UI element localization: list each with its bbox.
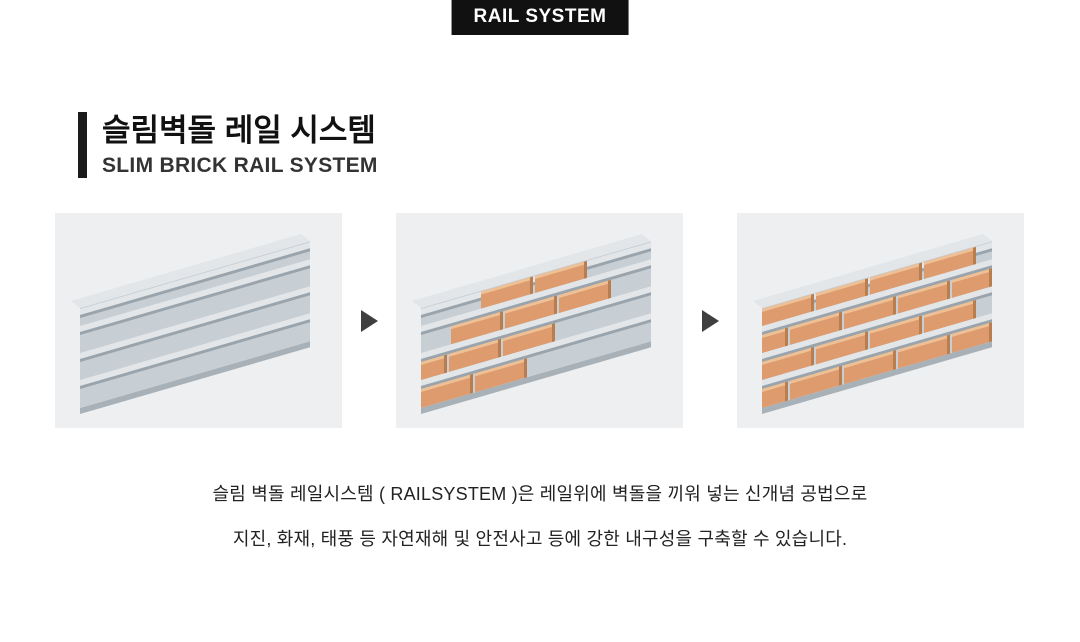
- section-heading: 슬림벽돌 레일 시스템 SLIM BRICK RAIL SYSTEM: [78, 112, 378, 178]
- description: 슬림 벽돌 레일시스템 ( RAILSYSTEM )은 레일위에 벽돌을 끼워 …: [0, 479, 1080, 569]
- heading-text: 슬림벽돌 레일 시스템 SLIM BRICK RAIL SYSTEM: [102, 112, 378, 178]
- rail-full-bricks-illustration: [753, 234, 992, 414]
- description-line-2: 지진, 화재, 태풍 등 자연재해 및 안전사고 등에 강한 내구성을 구축할 …: [232, 529, 848, 549]
- process-steps: [55, 213, 1024, 428]
- step-image-full-bricks: [737, 213, 1024, 428]
- badge-label: RAIL SYSTEM: [473, 6, 607, 27]
- arrow-right-icon: [683, 309, 737, 332]
- page-subtitle: SLIM BRICK RAIL SYSTEM: [102, 153, 378, 177]
- step-image-partial-bricks: [396, 213, 683, 428]
- heading-accent-bar: [78, 112, 87, 178]
- rail-illustration: [71, 234, 310, 414]
- arrow-right-icon: [342, 309, 396, 332]
- description-line-1: 슬림 벽돌 레일시스템 ( RAILSYSTEM )은 레일위에 벽돌을 끼워 …: [212, 484, 868, 504]
- rail-system-badge: RAIL SYSTEM: [451, 0, 629, 35]
- page-title: 슬림벽돌 레일 시스템: [102, 113, 376, 148]
- step-image-rail-only: [55, 213, 342, 428]
- rail-partial-bricks-illustration: [412, 234, 651, 414]
